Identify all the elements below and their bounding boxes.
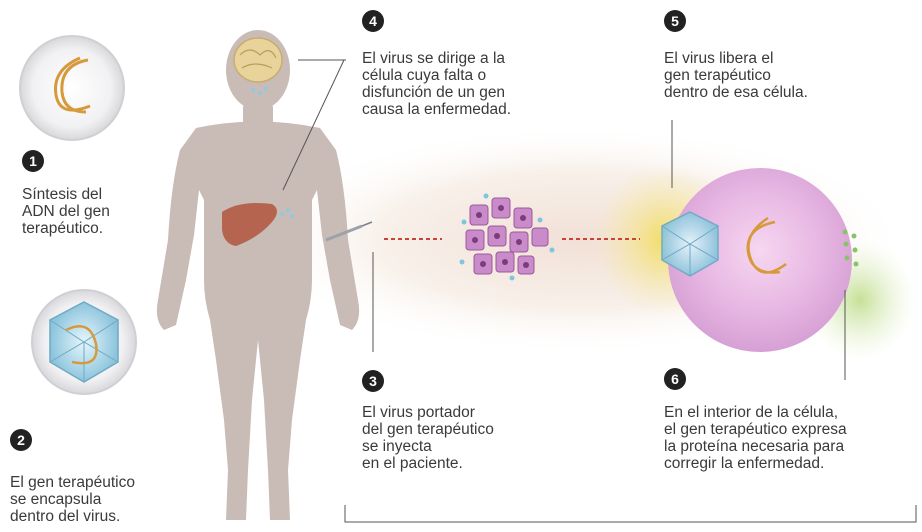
leader-line-4b [282,59,345,191]
step-1-text: Síntesis del ADN del gen terapéutico. [22,186,110,237]
target-cell [668,168,852,352]
step-5-text: El virus libera el gen terapéutico dentr… [664,50,808,101]
released-dna-icon [746,216,787,274]
step-4-badge: 4 [362,10,384,32]
step-1-badge: 1 [22,150,44,172]
brain-icon [233,37,283,83]
syringe-icon [325,221,373,242]
step-2-text: El gen terapéutico se encapsula dentro d… [10,474,135,525]
step-6-badge: 6 [664,368,686,390]
step-6-text: En el interior de la célula, el gen tera… [664,404,847,472]
dna-circle [19,35,125,141]
dna-helix-icon [54,56,91,114]
step-5-badge: 5 [664,10,686,32]
step-2-badge: 2 [10,429,32,451]
protein-dots [842,229,859,267]
liver-icon [222,203,277,246]
step-3-badge: 3 [362,370,384,392]
step-4-text: El virus se dirige a la célula cuya falt… [362,50,512,118]
bottom-bracket [344,505,917,523]
step-3-text: El virus portador del gen terapéutico se… [362,404,494,472]
